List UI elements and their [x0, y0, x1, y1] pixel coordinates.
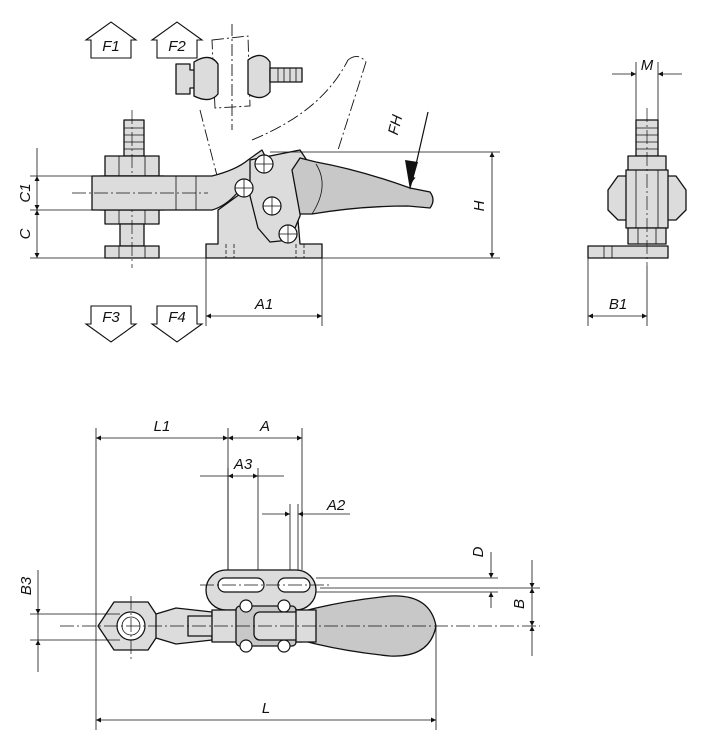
open-position-phantom	[175, 24, 367, 221]
force-label-f2: F2	[168, 38, 186, 55]
force-arrow-f2: F2	[150, 21, 204, 59]
dim-h: H	[471, 152, 495, 258]
dim-b: B	[511, 560, 535, 656]
force-arrow-f4: F4	[150, 305, 204, 343]
dim-label-a: A	[259, 418, 270, 435]
end-view: M B1	[587, 57, 687, 326]
dim-label-l1: L1	[154, 418, 171, 435]
dim-b3: B3	[18, 570, 41, 672]
dim-label-m: M	[641, 57, 654, 74]
dim-label-a2: A2	[326, 497, 346, 514]
force-fh: FH	[385, 111, 429, 190]
dim-a3: A3	[200, 456, 284, 479]
force-label-fh: FH	[385, 113, 406, 137]
dim-label-c: C	[17, 228, 34, 239]
dim-label-b3: B3	[18, 576, 35, 595]
dim-a1: A1	[206, 296, 322, 319]
top-view: L1 A A3 A2 D B	[18, 418, 540, 730]
force-label-f3: F3	[102, 309, 120, 326]
dim-c1: C1	[17, 148, 40, 210]
force-arrow-f3: F3	[84, 305, 138, 343]
force-label-f4: F4	[168, 309, 186, 326]
dim-d: D	[470, 546, 494, 608]
dim-m: M	[612, 57, 682, 120]
clamp-handle	[291, 157, 434, 215]
dim-a: A	[228, 418, 302, 441]
dim-label-d: D	[470, 546, 487, 557]
dim-label-a1: A1	[254, 296, 273, 313]
dim-b1: B1	[587, 258, 648, 326]
dim-label-a3: A3	[233, 456, 253, 473]
dim-label-b1: B1	[609, 296, 627, 313]
dim-label-h: H	[471, 200, 488, 211]
dim-l: L	[96, 700, 436, 723]
dim-c: C	[17, 210, 40, 258]
dim-l1: L1	[96, 418, 228, 441]
dim-label-b: B	[511, 599, 528, 609]
dim-a2: A2	[262, 497, 350, 517]
force-label-f1: F1	[102, 38, 120, 55]
side-view: FH C1 C H A1	[17, 24, 500, 326]
dim-label-c1: C1	[17, 183, 34, 202]
dim-label-l: L	[262, 700, 270, 717]
force-arrow-f1: F1	[84, 21, 138, 59]
